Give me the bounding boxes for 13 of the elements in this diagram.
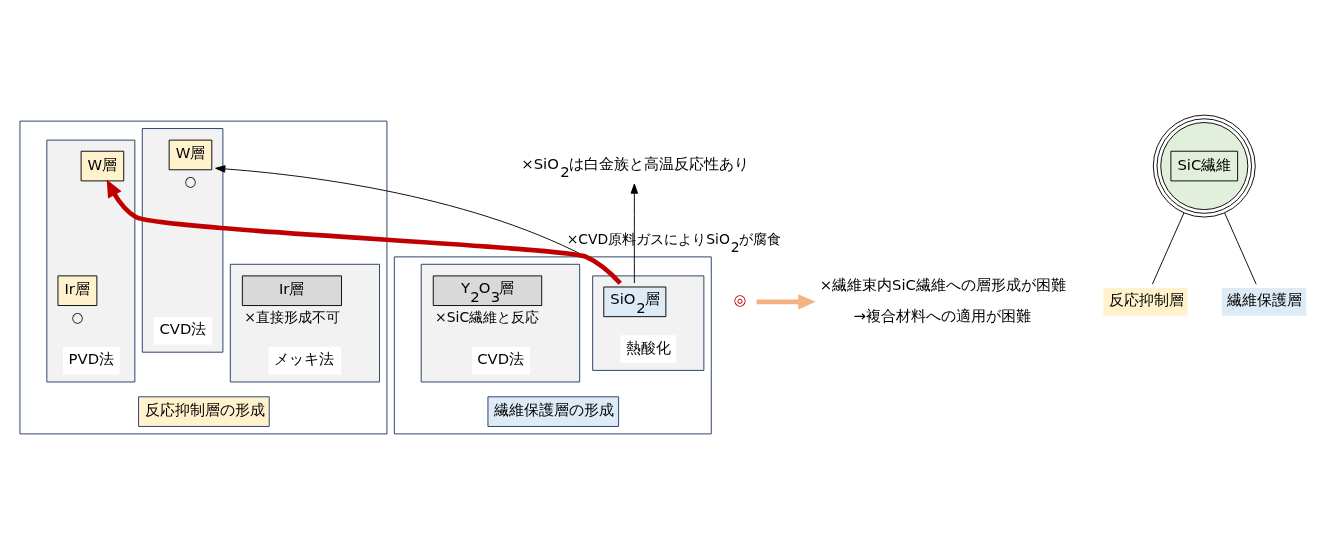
node-box: 繊維保護層 — [1221, 287, 1307, 316]
connector — [1224, 212, 1257, 285]
node-label: ○ — [184, 172, 197, 189]
node-label: ○ — [71, 308, 84, 325]
node-box: 反応抑制層 — [1103, 287, 1188, 316]
arrow — [756, 293, 816, 309]
node-label: ×SiC繊維と反応 — [435, 308, 540, 325]
node-label: ×直接形成不可 — [244, 308, 340, 325]
connector — [1151, 212, 1185, 285]
node-text: ◎ — [733, 290, 747, 308]
node-text: ×繊維束内SiC繊維への層形成が困難 →複合材料への適用が困難 — [819, 275, 1066, 324]
arrow — [630, 183, 639, 284]
arrow — [106, 179, 622, 285]
